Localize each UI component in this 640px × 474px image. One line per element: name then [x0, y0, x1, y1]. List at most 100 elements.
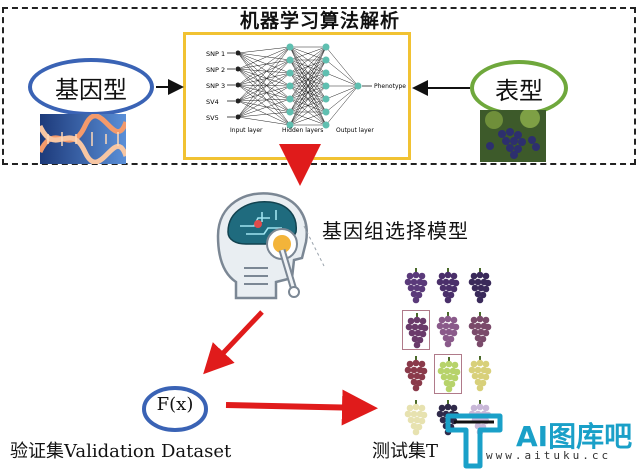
nn-node: [235, 82, 241, 88]
nn-connection: [289, 46, 327, 87]
nn-connection: [289, 46, 327, 100]
nn-connection: [237, 85, 291, 118]
nn-connection: [237, 46, 291, 70]
nn-connection: [237, 111, 291, 118]
nn-node: [235, 66, 241, 72]
nn-node: [322, 69, 330, 77]
nn-connection: [237, 68, 291, 87]
nn-connection: [237, 46, 291, 118]
nn-connection: [289, 46, 327, 74]
nn-connection: [237, 116, 291, 126]
ai-head-illustration: [216, 192, 325, 300]
watermark-text: AI图库吧: [516, 420, 633, 453]
nn-node: [322, 108, 330, 116]
nn-node: [322, 56, 330, 64]
nn-connection: [289, 59, 327, 126]
nn-layer-label: Output layer: [336, 127, 374, 134]
grape-bunch-icon: [466, 266, 494, 306]
nn-node: [322, 121, 330, 129]
nn-connection: [237, 59, 291, 86]
watermark-url: www.aituku.cc: [486, 449, 612, 462]
nn-connection: [237, 84, 291, 87]
function-circle: [142, 386, 208, 432]
nn-connection: [325, 72, 359, 87]
nn-connection: [237, 68, 291, 74]
function-label: F(x): [156, 394, 194, 415]
grape-vine-image: [480, 110, 546, 162]
validation-dataset-label: 验证集Validation Dataset: [10, 441, 232, 462]
grape-bunch-icon: [402, 310, 430, 350]
nn-node: [286, 95, 294, 103]
nn-node: [286, 82, 294, 90]
nn-connection: [237, 46, 291, 102]
nn-connection: [237, 68, 291, 113]
grape-bunch-icon: [402, 354, 430, 394]
grape-bunch-icon: [466, 354, 494, 394]
nn-node: [235, 50, 241, 56]
nn-connection: [237, 59, 291, 70]
nn-node: [322, 95, 330, 103]
nn-connection: [237, 72, 291, 118]
nn-node: [286, 69, 294, 77]
phenotype-label: 表型: [495, 76, 543, 105]
grape-bunch-icon: [434, 266, 462, 306]
grape-bunch-icon: [434, 310, 462, 350]
nn-input-label: SNP 1: [206, 50, 225, 58]
nn-connection: [325, 85, 359, 113]
nn-connection: [237, 46, 291, 86]
nn-node: [354, 82, 362, 90]
grape-bunch-icon: [402, 266, 430, 306]
nn-connection: [237, 84, 291, 113]
nn-input-label: SV4: [206, 98, 219, 106]
nn-input-label: SNP 2: [206, 66, 225, 74]
nn-connection: [237, 85, 291, 102]
nn-connection: [325, 59, 359, 87]
neural-network-panel: [183, 32, 411, 160]
diagram-title: 机器学习算法解析: [239, 10, 400, 32]
nn-layer-label: Input layer: [230, 127, 263, 134]
nn-connection: [237, 68, 291, 100]
nn-input-label: SNP 3: [206, 82, 225, 90]
nn-connection: [289, 46, 327, 113]
nn-connection: [289, 111, 327, 126]
watermark-logo-icon: [445, 413, 503, 469]
nn-node: [322, 43, 330, 51]
nn-node: [286, 108, 294, 116]
to-function-arrow: [203, 310, 264, 375]
genotype-label: 基因型: [55, 75, 127, 104]
nn-connection: [237, 98, 291, 102]
phenotype-oval: 表型: [470, 60, 568, 116]
nn-node: [286, 56, 294, 64]
nn-connection: [325, 85, 359, 126]
nn-connection: [237, 59, 291, 102]
nn-connection: [289, 85, 327, 126]
test-dataset-label: 测试集T: [372, 441, 439, 462]
nn-layer-label: Hidden layers: [282, 127, 323, 134]
nn-connection: [237, 46, 291, 54]
to-test-arrow: [225, 389, 378, 426]
nn-connection: [237, 98, 291, 118]
nn-node: [286, 121, 294, 129]
nn-output-label: Phenotype: [374, 83, 406, 90]
nn-node: [235, 98, 241, 104]
nn-connection: [237, 72, 291, 86]
nn-connection: [289, 46, 327, 126]
nn-node: [235, 114, 241, 120]
nn-connection: [325, 85, 359, 100]
nn-connection: [289, 72, 327, 126]
model-label: 基因组选择模型: [322, 219, 469, 243]
dna-image: [40, 114, 126, 164]
nn-connection: [289, 98, 327, 126]
grape-bunch-icon: [466, 310, 494, 350]
nn-connection: [237, 72, 291, 102]
nn-input-label: SV5: [206, 114, 219, 122]
nn-connection: [237, 84, 291, 100]
nn-connection: [237, 68, 291, 126]
grape-bunch-icon: [402, 398, 430, 438]
grape-bunch-icon: [434, 354, 462, 394]
nn-node: [286, 43, 294, 51]
nn-connection: [237, 59, 291, 118]
genotype-oval: 基因型: [28, 58, 154, 116]
